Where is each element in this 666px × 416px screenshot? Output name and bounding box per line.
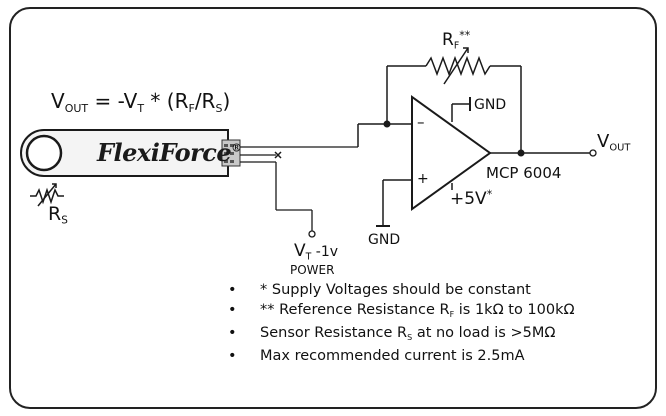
flexiforce-sensor: [20, 129, 241, 177]
sensor-leads: [240, 146, 358, 231]
note-item: Max recommended current is 2.5mA: [228, 347, 575, 367]
sensor-pin: [230, 160, 234, 163]
variable-resistor-rs-icon: [30, 183, 64, 207]
transfer-formula: VOUT = -VT * (RF/RS): [51, 89, 231, 115]
junction-dot: [517, 149, 525, 157]
sensor-pin: [224, 152, 228, 155]
flexiforce-logo: FlexiForce®: [97, 138, 242, 167]
vt-label: VT -1v: [294, 241, 339, 263]
supply-voltage-label: +5V*: [450, 188, 493, 210]
vout-label: VOUT: [597, 131, 631, 154]
power-label: POWER: [290, 263, 335, 277]
note-item: * Supply Voltages should be constant: [228, 281, 575, 301]
rf-label: RF**: [442, 29, 471, 52]
opamp-wiring: [357, 65, 590, 226]
note-item: ** Reference Resistance RF is 1kΩ to 100…: [228, 301, 575, 324]
opamp-gnd-label: GND: [474, 97, 507, 113]
notes-list: * Supply Voltages should be constant ** …: [228, 281, 575, 367]
sensor-pin: [230, 152, 234, 155]
sensor-pin: [224, 144, 228, 147]
rs-label: RS: [48, 203, 68, 227]
feedback-resistor-rf-icon: [425, 47, 491, 85]
vout-terminal: [589, 149, 597, 157]
vt-terminal: [308, 230, 316, 238]
inverting-input-sign: –: [417, 113, 425, 131]
opamp-triangle: [411, 95, 492, 211]
opamp-model-label: MCP 6004: [486, 164, 562, 182]
note-item: Sensor Resistance RS at no load is >5MΩ: [228, 324, 575, 347]
diagram-border: [9, 7, 657, 409]
sensor-pin: [230, 144, 234, 147]
gnd-label: GND: [368, 232, 401, 248]
sensor-pin: [224, 160, 228, 163]
noninverting-input-sign: +: [417, 171, 429, 187]
no-connect-mark: [274, 151, 282, 159]
junction-dot: [383, 120, 391, 128]
